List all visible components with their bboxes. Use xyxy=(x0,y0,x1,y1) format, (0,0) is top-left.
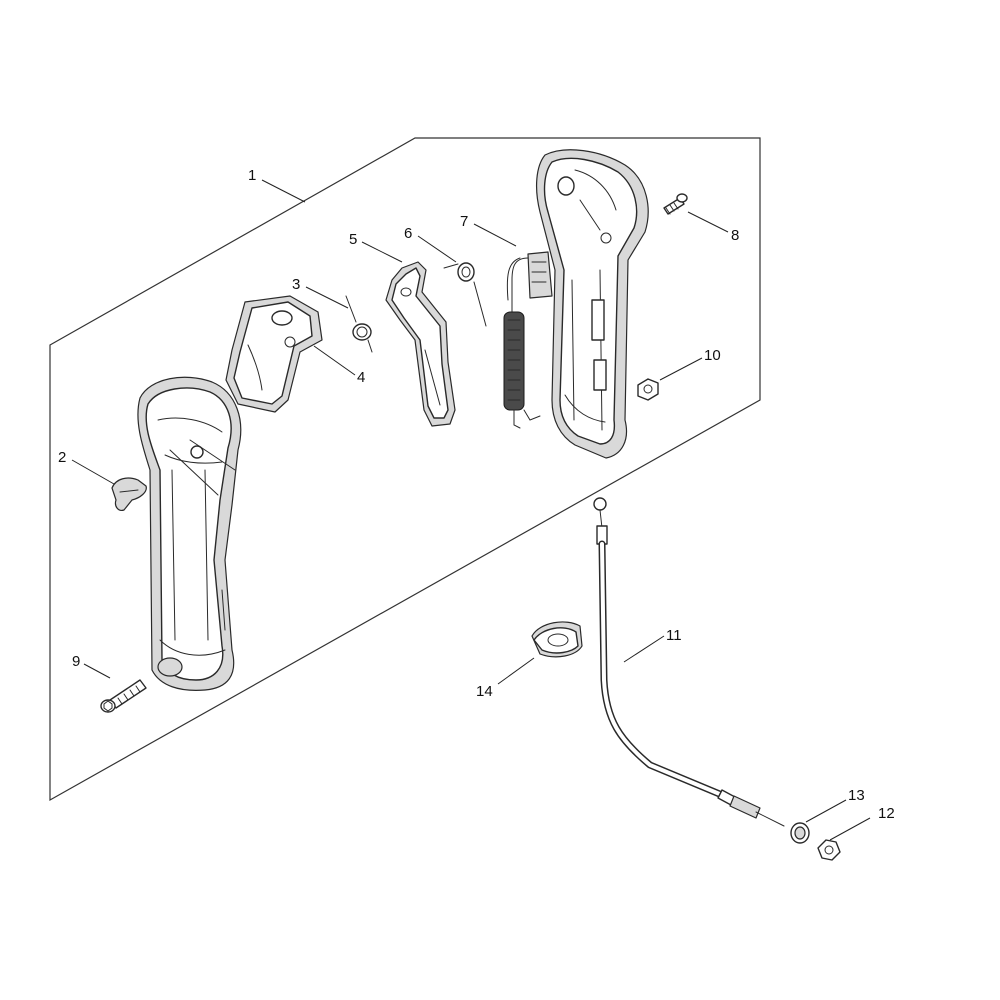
part-13-nut xyxy=(790,822,810,844)
part-7-stop-switch xyxy=(503,251,553,429)
callout-7: 7 xyxy=(460,213,468,230)
part-2-knob xyxy=(111,477,147,511)
assembly-frame xyxy=(49,137,761,802)
handle-left-half xyxy=(137,376,242,691)
callout-9: 9 xyxy=(72,653,80,670)
callout-numbers: 1 2 3 4 5 6 7 8 9 10 11 12 13 14 xyxy=(58,167,895,822)
part-11-throttle-cable xyxy=(593,497,785,827)
part-9-screw xyxy=(100,679,147,713)
part-10-nut xyxy=(637,378,659,401)
callout-6: 6 xyxy=(404,225,412,242)
part-8-screw xyxy=(663,193,688,215)
callout-14: 14 xyxy=(476,683,493,700)
callout-1: 1 xyxy=(248,167,256,184)
callout-12: 12 xyxy=(878,805,895,822)
callout-11: 11 xyxy=(666,627,682,644)
part-14-clip xyxy=(531,621,583,658)
part-5-throttle-lever xyxy=(385,261,456,427)
callout-5: 5 xyxy=(349,231,357,248)
handle-right-half xyxy=(535,149,649,459)
part-6-torsion-spring xyxy=(443,262,487,327)
part-4-lock-trigger xyxy=(225,295,323,413)
callout-2: 2 xyxy=(58,449,66,466)
callout-10: 10 xyxy=(704,347,721,364)
part-12-nut xyxy=(817,839,841,861)
callout-13: 13 xyxy=(848,787,865,804)
part-3-spring xyxy=(345,295,373,353)
callout-3: 3 xyxy=(292,276,300,293)
callout-8: 8 xyxy=(731,227,739,244)
leader-lines xyxy=(71,179,871,841)
callout-4: 4 xyxy=(357,369,365,386)
